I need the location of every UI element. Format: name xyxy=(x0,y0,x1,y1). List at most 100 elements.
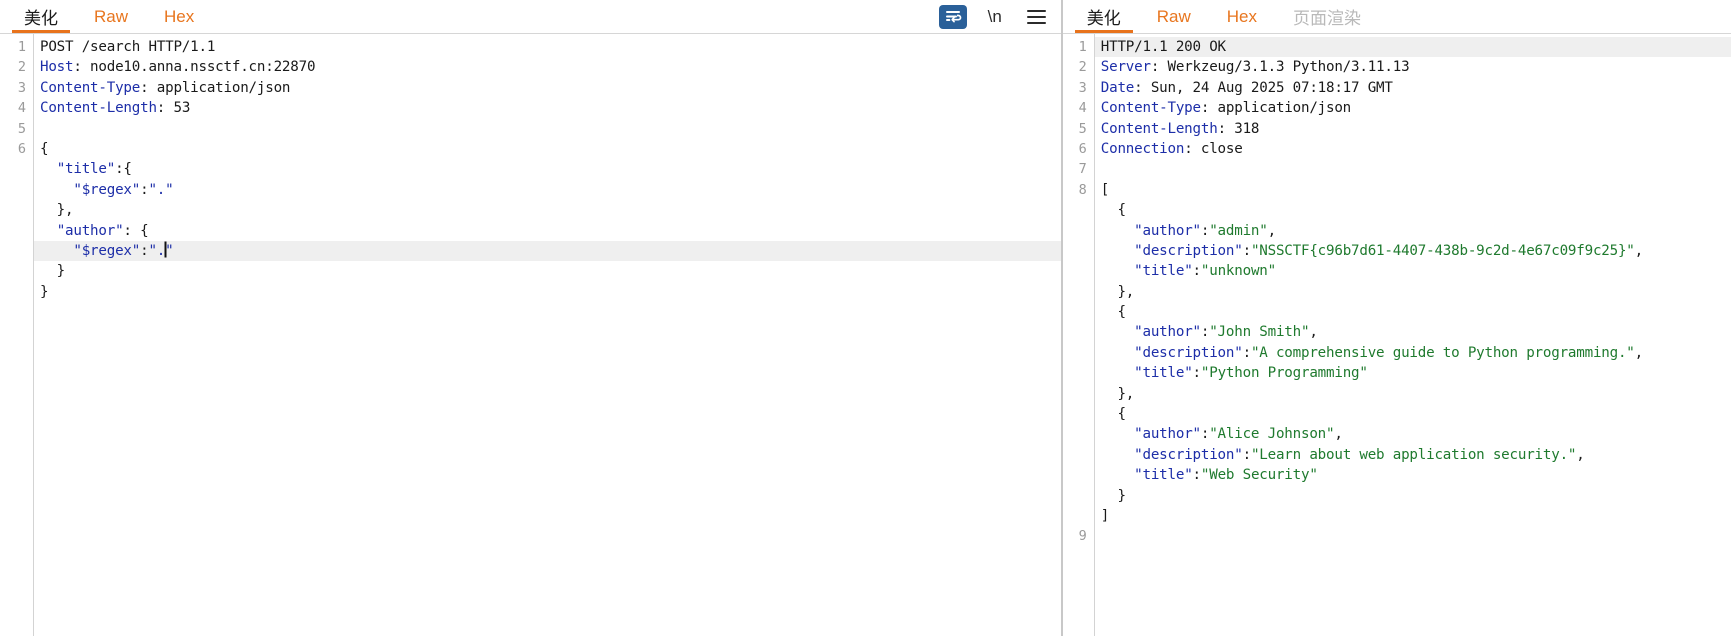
line-number xyxy=(1063,200,1087,220)
line-number: 2 xyxy=(1063,57,1087,77)
code-line[interactable]: } xyxy=(34,261,1061,281)
code-line[interactable]: "title":"Python Programming" xyxy=(1095,363,1731,383)
code-line[interactable]: "title":{ xyxy=(34,159,1061,179)
line-number: 6 xyxy=(0,139,26,159)
code-line[interactable]: "$regex":"." xyxy=(34,241,1061,261)
line-number: 8 xyxy=(1063,180,1087,200)
tab-raw[interactable]: Raw xyxy=(84,0,138,33)
code-token: Content-Length xyxy=(40,100,157,116)
code-token: "author" xyxy=(1134,324,1201,340)
request-toolbar: \n xyxy=(939,0,1051,33)
code-token: "title" xyxy=(57,161,115,177)
code-token xyxy=(1101,324,1134,340)
code-token: "$regex" xyxy=(73,243,140,259)
code-token: : xyxy=(1201,426,1209,442)
line-number xyxy=(1063,343,1087,363)
code-line[interactable]: "author":"John Smith", xyxy=(1095,322,1731,342)
code-line[interactable]: "description":"NSSCTF{c96b7d61-4407-438b… xyxy=(1095,241,1731,261)
code-line[interactable]: HTTP/1.1 200 OK xyxy=(1095,37,1731,57)
code-line[interactable]: "author":"admin", xyxy=(1095,221,1731,241)
response-editor[interactable]: 123456789 HTTP/1.1 200 OKServer: Werkzeu… xyxy=(1063,34,1731,636)
code-line[interactable]: "description":"A comprehensive guide to … xyxy=(1095,343,1731,363)
tab-render: 页面渲染 xyxy=(1283,0,1371,33)
request-menu-button[interactable] xyxy=(1023,5,1051,29)
code-token xyxy=(1101,447,1134,463)
code-token: "A comprehensive guide to Python program… xyxy=(1251,345,1635,361)
code-line[interactable]: "description":"Learn about web applicati… xyxy=(1095,445,1731,465)
tab-beautify[interactable]: 美化 xyxy=(14,0,68,33)
code-token: POST /search HTTP/1.1 xyxy=(40,39,215,55)
request-pane: 美化 Raw Hex \n xyxy=(0,0,1061,636)
request-line-numbers: 123456 xyxy=(0,34,34,636)
code-line[interactable]: } xyxy=(1095,486,1731,506)
line-number xyxy=(1063,221,1087,241)
code-line[interactable]: "title":"Web Security" xyxy=(1095,465,1731,485)
line-number: 6 xyxy=(1063,139,1087,159)
code-line[interactable]: { xyxy=(1095,302,1731,322)
code-line[interactable] xyxy=(1095,159,1731,179)
line-number xyxy=(1063,363,1087,383)
tab-beautify[interactable]: 美化 xyxy=(1077,0,1131,33)
line-number xyxy=(1063,424,1087,444)
line-number xyxy=(1063,384,1087,404)
code-line[interactable]: } xyxy=(34,282,1061,302)
code-line[interactable]: "author": { xyxy=(34,221,1061,241)
code-token: : xyxy=(1243,345,1251,361)
response-code[interactable]: HTTP/1.1 200 OKServer: Werkzeug/3.1.3 Py… xyxy=(1095,34,1731,636)
code-line[interactable]: Server: Werkzeug/3.1.3 Python/3.11.13 xyxy=(1095,57,1731,77)
code-line[interactable]: "$regex":"." xyxy=(34,180,1061,200)
tab-hex[interactable]: Hex xyxy=(1217,0,1267,33)
code-line[interactable]: { xyxy=(34,139,1061,159)
code-line[interactable]: Content-Type: application/json xyxy=(1095,98,1731,118)
request-tabbar: 美化 Raw Hex \n xyxy=(0,0,1061,34)
code-token xyxy=(40,223,57,239)
code-line[interactable]: }, xyxy=(1095,282,1731,302)
code-line[interactable]: { xyxy=(1095,200,1731,220)
code-token: "author" xyxy=(57,223,124,239)
code-line[interactable]: Content-Length: 53 xyxy=(34,98,1061,118)
code-line[interactable] xyxy=(34,119,1061,139)
line-number xyxy=(0,282,26,302)
code-line[interactable]: Content-Length: 318 xyxy=(1095,119,1731,139)
code-token: , xyxy=(1309,324,1317,340)
line-number xyxy=(1063,322,1087,342)
code-line[interactable]: }, xyxy=(34,200,1061,220)
code-token xyxy=(1101,243,1134,259)
code-token: " xyxy=(165,243,173,259)
code-token: : xyxy=(1201,223,1209,239)
request-code[interactable]: POST /search HTTP/1.1Host: node10.anna.n… xyxy=(34,34,1061,636)
code-line[interactable] xyxy=(1095,526,1731,546)
code-line[interactable]: Host: node10.anna.nssctf.cn:22870 xyxy=(34,57,1061,77)
code-line[interactable]: POST /search HTTP/1.1 xyxy=(34,37,1061,57)
line-number: 3 xyxy=(0,78,26,98)
code-token: "Alice Johnson" xyxy=(1209,426,1334,442)
tab-raw[interactable]: Raw xyxy=(1147,0,1201,33)
code-token xyxy=(1101,426,1134,442)
request-editor[interactable]: 123456 POST /search HTTP/1.1Host: node10… xyxy=(0,34,1061,636)
code-line[interactable]: "author":"Alice Johnson", xyxy=(1095,424,1731,444)
newline-toggle-button[interactable]: \n xyxy=(981,5,1009,29)
code-token: "author" xyxy=(1134,426,1201,442)
code-line[interactable]: ] xyxy=(1095,506,1731,526)
code-line[interactable]: "title":"unknown" xyxy=(1095,261,1731,281)
code-line[interactable]: Date: Sun, 24 Aug 2025 07:18:17 GMT xyxy=(1095,78,1731,98)
code-line[interactable]: Content-Type: application/json xyxy=(34,78,1061,98)
line-number xyxy=(0,241,26,261)
code-token: "Web Security" xyxy=(1201,467,1318,483)
code-token: "John Smith" xyxy=(1209,324,1309,340)
code-line[interactable]: { xyxy=(1095,404,1731,424)
line-number: 4 xyxy=(0,98,26,118)
code-token xyxy=(1101,223,1134,239)
code-token: Content-Type xyxy=(40,80,140,96)
line-number xyxy=(0,159,26,179)
tab-hex[interactable]: Hex xyxy=(154,0,204,33)
code-line[interactable]: [ xyxy=(1095,180,1731,200)
line-number: 7 xyxy=(1063,159,1087,179)
code-line[interactable]: }, xyxy=(1095,384,1731,404)
code-token: { xyxy=(1101,202,1126,218)
line-number xyxy=(0,200,26,220)
code-line[interactable]: Connection: close xyxy=(1095,139,1731,159)
code-token: , xyxy=(1576,447,1584,463)
word-wrap-toggle-button[interactable] xyxy=(939,5,967,29)
hamburger-menu-icon xyxy=(1027,10,1046,24)
